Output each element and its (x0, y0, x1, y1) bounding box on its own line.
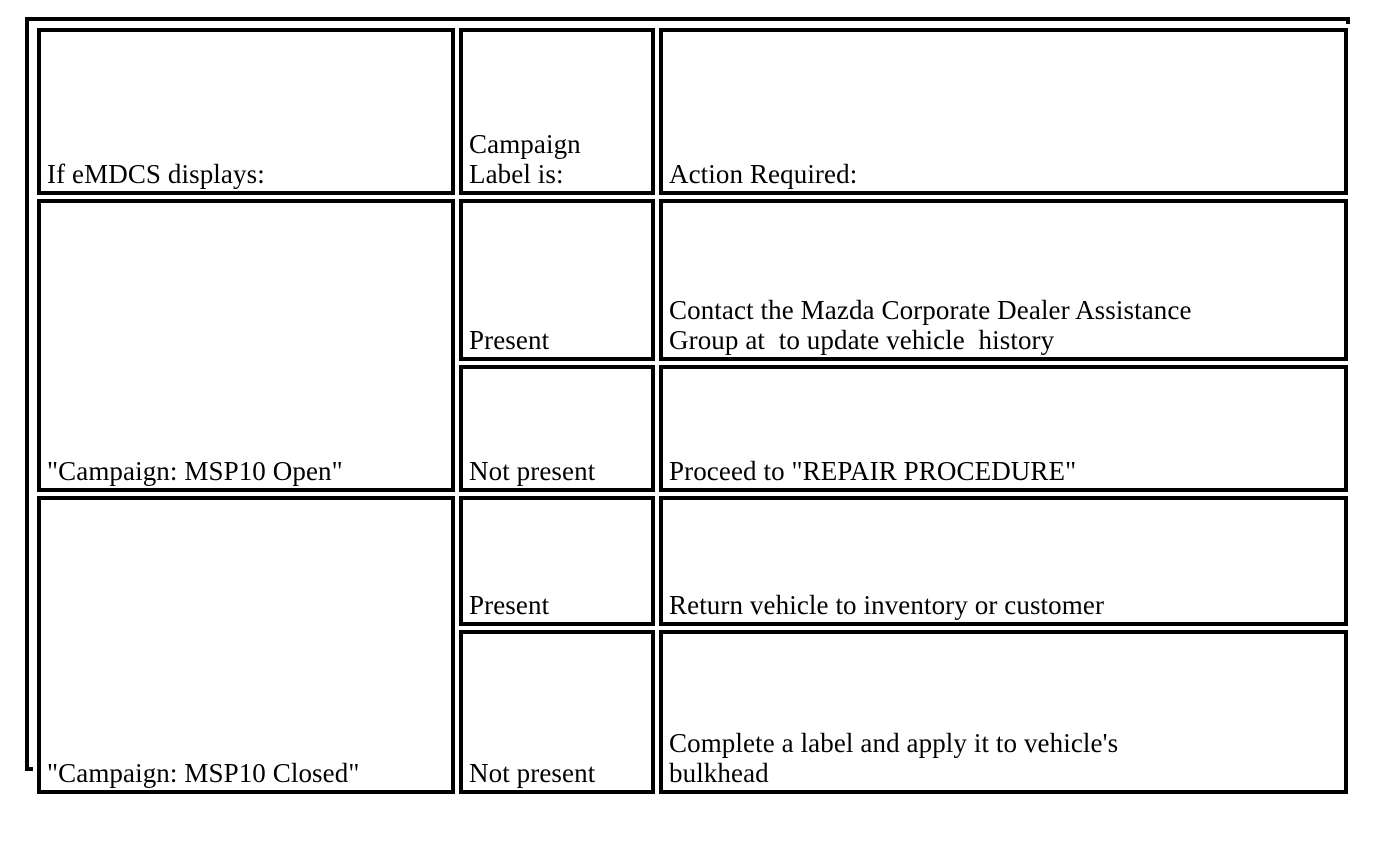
condition-text-msp10-closed: "Campaign: MSP10 Closed" (47, 757, 360, 788)
label-state-text-open-not-present: Not present (469, 455, 596, 486)
action-text-closed-present: Return vehicle to inventory or customer (669, 589, 1105, 620)
header-cell-campaign-label: Campaign Label is: (459, 28, 655, 195)
action-text-closed-not-present: Complete a label and apply it to vehicle… (669, 727, 1119, 788)
action-text-open-not-present: Proceed to "REPAIR PROCEDURE" (669, 455, 1077, 486)
header-cell-if-emdcs-displays: If eMDCS displays: (37, 28, 455, 195)
label-state-cell-open-present: Present (459, 199, 655, 361)
label-state-cell-open-not-present: Not present (459, 365, 655, 492)
action-cell-closed-not-present: Complete a label and apply it to vehicle… (659, 630, 1348, 794)
label-state-cell-closed-present: Present (459, 496, 655, 626)
action-text-open-present: Contact the Mazda Corporate Dealer Assis… (669, 294, 1192, 355)
table-row-msp10-open-not-present: Not present Proceed to "REPAIR PROCEDURE… (37, 365, 1348, 492)
label-state-text-open-present: Present (469, 324, 550, 355)
table-row-msp10-open-present: "Campaign: MSP10 Open" Present Contact t… (37, 199, 1348, 492)
label-state-text-closed-present: Present (469, 589, 550, 620)
label-state-cell-closed-not-present: Not present (459, 630, 655, 794)
table-row-msp10-closed-not-present: Not present Complete a label and apply i… (37, 630, 1348, 794)
header-text-campaign-label: Campaign Label is: (469, 128, 581, 189)
label-state-text-closed-not-present: Not present (469, 757, 596, 788)
table-header-row: If eMDCS displays: Campaign Label is: Ac… (37, 28, 1348, 195)
condition-cell-msp10-closed: "Campaign: MSP10 Closed" (37, 496, 455, 794)
header-text-action-required: Action Required: (669, 158, 858, 189)
action-cell-open-present: Contact the Mazda Corporate Dealer Assis… (659, 199, 1348, 361)
table-row-msp10-closed-present: "Campaign: MSP10 Closed" Present Return … (37, 496, 1348, 794)
action-cell-open-not-present: Proceed to "REPAIR PROCEDURE" (659, 365, 1348, 492)
header-cell-action-required: Action Required: (659, 28, 1348, 195)
condition-text-msp10-open: "Campaign: MSP10 Open" (47, 455, 343, 486)
emdcs-action-table: If eMDCS displays: Campaign Label is: Ac… (33, 24, 1352, 798)
action-cell-closed-present: Return vehicle to inventory or customer (659, 496, 1348, 626)
condition-cell-msp10-open: "Campaign: MSP10 Open" (37, 199, 455, 492)
header-text-if-emdcs-displays: If eMDCS displays: (47, 158, 265, 189)
